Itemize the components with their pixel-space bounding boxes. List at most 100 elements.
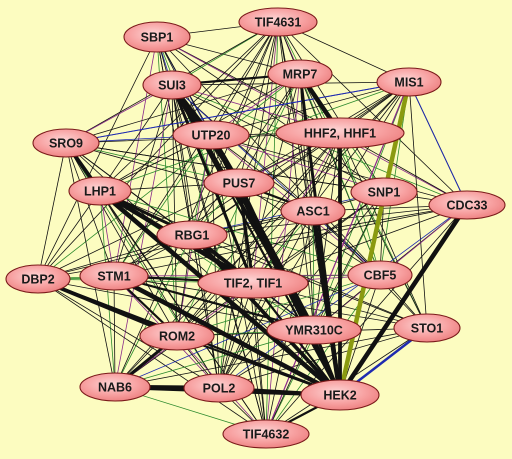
node-shape [280,196,346,226]
interaction-edge [252,204,468,284]
node-label: MRP7 [283,68,318,82]
node-sui3[interactable]: SUI3 [142,70,202,100]
node-rom2[interactable]: ROM2 [139,321,215,351]
highlight-edge [65,81,410,144]
node-sto1[interactable]: STO1 [393,313,461,343]
node-label: CDC33 [447,199,488,213]
interaction-edge [37,278,315,331]
node-utp20[interactable]: UTP20 [172,120,250,150]
node-label: POL2 [203,382,236,396]
node-tif4632[interactable]: TIF4632 [222,419,310,449]
strong-interaction-edge [337,202,470,398]
interaction-edge [65,142,178,337]
interaction-edge [37,190,101,280]
interaction-edge [37,132,341,280]
node-label: STO1 [411,322,443,336]
interaction-edge [114,84,173,388]
node-rbg1[interactable]: RBG1 [156,220,228,250]
node-label: HEK2 [323,389,356,403]
interaction-edge [176,234,193,337]
node-cdc33[interactable]: CDC33 [428,190,506,220]
node-shape [376,67,442,97]
node-mis1[interactable]: MIS1 [376,67,442,97]
highlight-edge [408,81,468,206]
interaction-edge [113,204,468,277]
interaction-edge [65,142,115,277]
interaction-edge [113,275,428,329]
node-hhf2[interactable]: HHF2, HHF1 [275,117,405,149]
interaction-edge [265,329,315,435]
interaction-edge [37,278,220,389]
interaction-edge [171,84,178,337]
interaction-edge [277,21,314,212]
node-ymr310c[interactable]: YMR310C [266,315,362,345]
node-label: ASC1 [296,205,329,219]
node-mrp7[interactable]: MRP7 [267,59,333,89]
node-label: CBF5 [364,269,397,283]
interaction-edge [312,210,315,331]
node-shape [300,379,380,411]
interaction-edge [114,21,279,388]
node-stm1[interactable]: STM1 [79,261,149,291]
node-label: PUS7 [223,177,256,191]
node-cbf5[interactable]: CBF5 [347,260,413,290]
node-label: SUI3 [158,79,186,93]
node-dbp2[interactable]: DBP2 [5,264,71,294]
interaction-edge [191,234,220,389]
interaction-edge [191,81,410,236]
interaction-edge [37,21,279,280]
interaction-edge [191,234,428,329]
node-tif2[interactable]: TIF2, TIF1 [197,267,309,299]
interaction-edge [37,142,67,280]
node-snp1[interactable]: SNP1 [350,177,418,207]
node-nab6[interactable]: NAB6 [79,372,151,402]
node-label: TIF4631 [255,16,302,30]
interaction-edge [265,204,468,435]
interaction-edge [113,84,173,277]
node-shape [275,117,405,149]
interaction-edge [99,190,220,389]
node-pus7[interactable]: PUS7 [203,168,275,198]
interaction-edge [339,132,428,329]
interaction-edge [252,282,267,435]
node-shape [139,321,215,351]
node-shape [172,120,250,150]
node-shape [267,59,333,89]
node-label: DBP2 [21,273,54,287]
interaction-edge [37,36,158,280]
node-label: ROM2 [159,330,195,344]
interaction-edge [277,21,468,206]
node-shape [32,128,100,158]
interaction-edge [99,84,173,192]
node-label: LHP1 [84,185,116,199]
node-shape [347,260,413,290]
node-shape [197,267,309,299]
node-label: SBP1 [141,31,174,45]
node-label: TIF4632 [243,428,290,442]
node-label: RBG1 [175,229,210,243]
node-hek2[interactable]: HEK2 [300,379,380,411]
node-tif4631[interactable]: TIF4631 [238,7,318,37]
interaction-edge [238,73,301,184]
node-sro9[interactable]: SRO9 [32,128,100,158]
interaction-edge [113,275,116,388]
node-shape [203,168,275,198]
node-label: YMR310C [285,324,343,338]
interaction-edge [99,190,381,276]
interaction-edge [210,81,410,136]
interaction-edge [114,274,381,388]
node-asc1[interactable]: ASC1 [280,196,346,226]
node-label: HHF2, HHF1 [304,127,376,141]
node-shape [156,220,228,250]
interaction-edge [171,84,385,193]
node-pol2[interactable]: POL2 [183,373,255,403]
interaction-edge [408,81,428,329]
node-label: NAB6 [98,381,132,395]
interaction-edge [65,142,314,212]
strong-interaction-edge [111,273,343,398]
interaction-edge [37,73,301,280]
node-lhp1[interactable]: LHP1 [68,176,132,206]
node-sbp1[interactable]: SBP1 [123,21,191,53]
node-label: STM1 [97,270,130,284]
